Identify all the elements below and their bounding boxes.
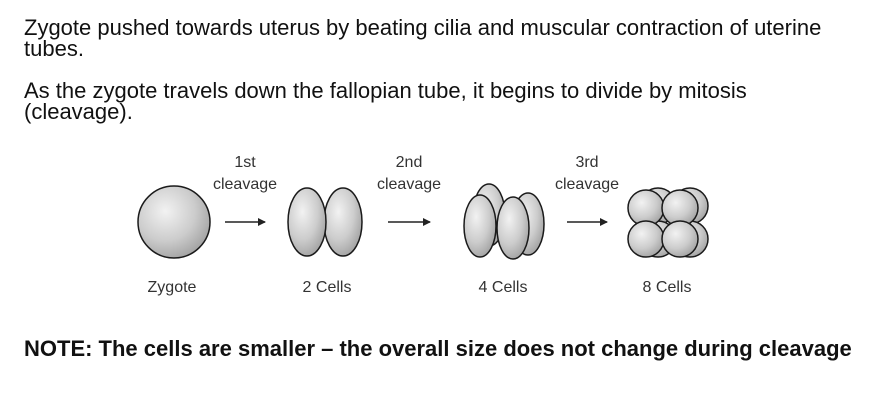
zygote-cell-illustration [137,185,211,259]
intro-paragraph: Zygote pushed towards uterus by beating … [24,15,822,61]
blastomere [463,194,497,258]
cleavage-paragraph: As the zygote travels down the fallopian… [24,78,747,124]
transition-3-label: cleavage [555,176,619,193]
stage-label-4-cells: 4 Cells [479,279,528,296]
transition-1-ordinal: 1st [234,154,256,171]
stage-label-zygote: Zygote [148,279,197,296]
transition-3-ordinal: 3rd [575,154,598,171]
transition-2-ordinal: 2nd [396,154,423,171]
two-cell-illustration [287,187,363,257]
note-text: NOTE: The cells are smaller – the overal… [24,336,852,361]
four-cell-illustration [463,183,545,260]
transition-1-label: cleavage [213,176,277,193]
stage-label-8-cells: 8 Cells [643,279,692,296]
transition-2-label: cleavage [377,176,441,193]
blastomere [287,187,327,257]
cleavage-diagram: 1st cleavage 2nd cleavage 3rd cleavage Z… [137,154,709,296]
zygote-cell [137,185,211,259]
blastomere [323,187,363,257]
blastomere [627,220,665,258]
blastomere [496,196,530,260]
stage-label-2-cells: 2 Cells [303,279,352,296]
eight-cell-illustration [627,187,709,258]
blastomere [661,220,699,258]
